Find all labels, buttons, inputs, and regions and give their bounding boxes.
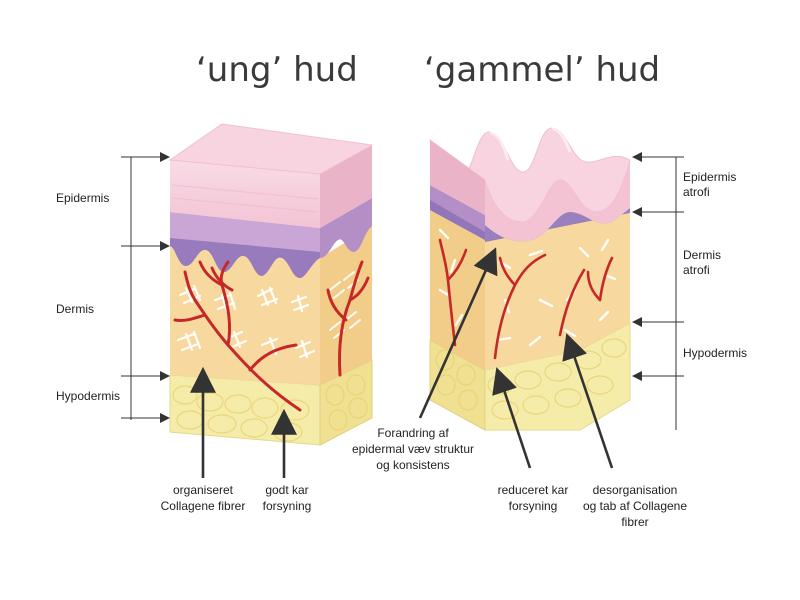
label-epidermis-left: Epidermis bbox=[56, 191, 110, 205]
label-epidermis-atrofi: Epidermis atrofi bbox=[683, 170, 736, 200]
young-blood-vessels bbox=[173, 260, 370, 412]
young-basal-layer bbox=[170, 238, 320, 278]
old-stratum-side bbox=[430, 140, 485, 215]
left-scale-lines bbox=[121, 152, 170, 423]
caption-good-vessels: godt kar forsyning bbox=[250, 482, 324, 514]
caption-epidermal-change-line3: og konsistens bbox=[376, 458, 450, 472]
label-hypodermis-right: Hypodermis bbox=[683, 346, 748, 360]
caption-reduced-vessels-line2: forsyning bbox=[508, 499, 558, 513]
young-collagen-fibers bbox=[176, 284, 316, 359]
old-top-wrinkles bbox=[428, 127, 631, 223]
caption-good-vessels-line2: forsyning bbox=[262, 499, 312, 513]
caption-epidermal-change-line1: Forandring af bbox=[377, 426, 449, 440]
right-scale-lines bbox=[632, 152, 684, 430]
caption-organized-collagen: organiseret Collagene fibrer bbox=[140, 482, 266, 514]
label-epidermis-atrofi-line2: atrofi bbox=[683, 185, 710, 199]
caption-epidermal-change-line2: epidermal væv struktur bbox=[351, 442, 475, 456]
caption-reduced-vessels: reduceret kar forsyning bbox=[486, 482, 580, 514]
old-blood-vessels bbox=[438, 238, 614, 360]
pointer-arrows bbox=[190, 247, 614, 478]
label-dermis-atrofi-line1: Dermis bbox=[683, 248, 721, 262]
label-dermis-left: Dermis bbox=[56, 302, 94, 316]
label-epidermis-atrofi-line1: Epidermis bbox=[683, 170, 737, 184]
old-epidermis-front bbox=[485, 208, 630, 242]
old-dermis-front bbox=[485, 213, 630, 370]
caption-disorganized-collagen-line1: desorganisation bbox=[592, 483, 678, 497]
young-hypodermis-side bbox=[319, 359, 373, 446]
old-skin-block bbox=[428, 126, 631, 431]
caption-organized-collagen-line1: organiseret bbox=[172, 483, 234, 497]
young-epidermis-side bbox=[320, 198, 372, 258]
caption-reduced-vessels-line1: reduceret kar bbox=[497, 483, 569, 497]
title-old-skin: ‘gammel’ hud bbox=[424, 50, 661, 90]
young-top-face bbox=[168, 123, 374, 175]
young-stratum-side bbox=[320, 145, 372, 228]
label-hypodermis-left: Hypodermis bbox=[56, 389, 121, 403]
old-dermis-side bbox=[430, 210, 485, 370]
caption-disorganized-collagen-line3: fibrer bbox=[621, 515, 649, 529]
young-stratum-front bbox=[170, 160, 320, 228]
label-dermis-atrofi-line2: atrofi bbox=[683, 263, 710, 277]
caption-organized-collagen-line2: Collagene fibrer bbox=[160, 499, 246, 513]
caption-good-vessels-line1: godt kar bbox=[265, 483, 309, 497]
title-young-skin: ‘ung’ hud bbox=[196, 50, 358, 90]
label-dermis-atrofi: Dermis atrofi bbox=[683, 248, 721, 278]
young-skin-block bbox=[168, 123, 374, 446]
caption-epidermal-change: Forandring af epidermal væv struktur og … bbox=[338, 425, 488, 473]
caption-disorganized-collagen-line2: og tab af Collagene bbox=[582, 499, 688, 513]
caption-disorganized-collagen: desorganisation og tab af Collagene fibr… bbox=[570, 482, 700, 530]
old-stratum-front bbox=[485, 160, 630, 242]
